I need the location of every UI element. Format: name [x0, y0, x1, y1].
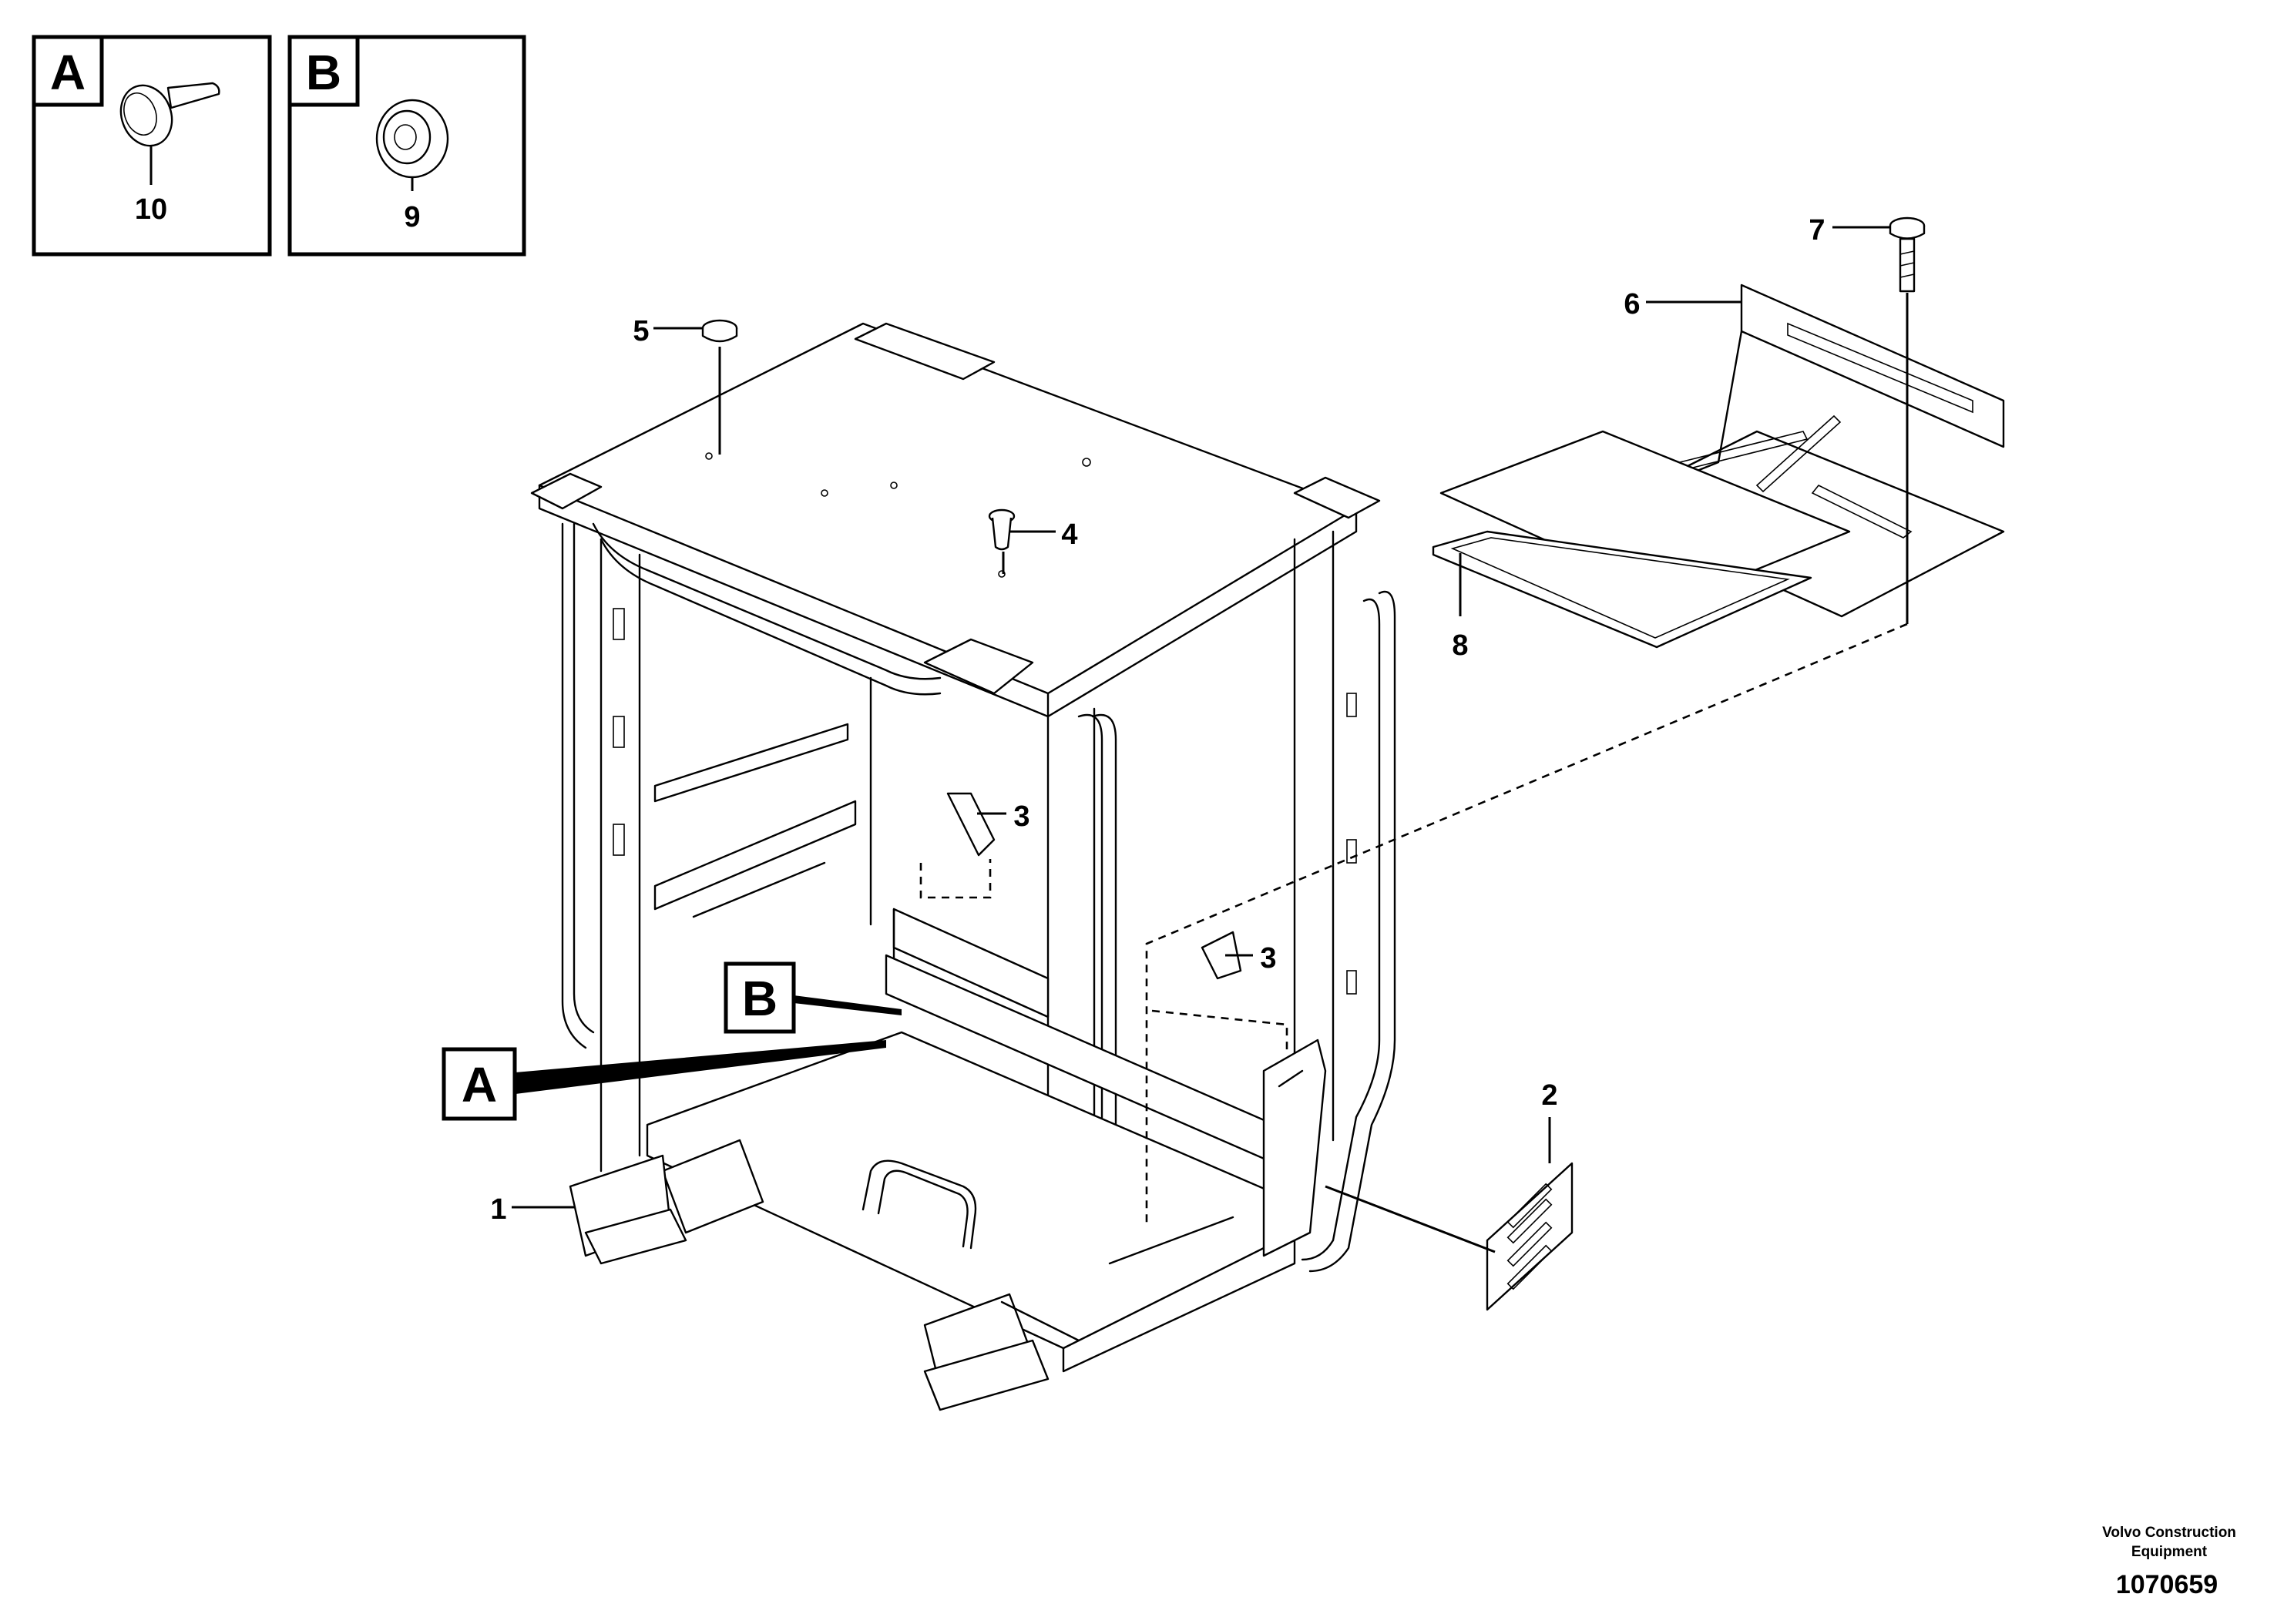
grommet-5 [701, 319, 738, 343]
detail-b-letter: B [306, 45, 341, 100]
cab-frame [530, 322, 1396, 1411]
svg-text:A: A [462, 1057, 497, 1112]
grommet-part-icon [375, 99, 449, 179]
brand-line-1: Volvo Construction [2102, 1525, 2236, 1541]
callout-3-upper: 3 [1013, 800, 1029, 833]
leader-lines [512, 226, 1909, 1253]
callout-4: 4 [1061, 518, 1077, 551]
callout-6: 6 [1624, 288, 1640, 320]
reference-label-b: B [724, 961, 796, 1034]
pointer-b [794, 995, 902, 1015]
panel-8 [1432, 530, 1812, 649]
callout-2: 2 [1541, 1079, 1557, 1112]
callout-3-lower: 3 [1260, 942, 1276, 975]
bolt-7 [1889, 216, 1926, 293]
detail-b-part-number: 9 [404, 201, 420, 233]
brand-line-2: Equipment [2131, 1544, 2208, 1560]
pointer-a [516, 1040, 886, 1094]
step-2 [1486, 1162, 1574, 1311]
callout-8: 8 [1452, 629, 1468, 662]
detail-a-part-number: 10 [135, 193, 167, 226]
callout-5: 5 [633, 315, 649, 347]
detail-a-letter: A [50, 45, 86, 100]
callout-1: 1 [490, 1193, 506, 1226]
plug-4 [988, 508, 1016, 551]
callout-7: 7 [1809, 214, 1825, 247]
reference-label-a: A [442, 1047, 517, 1121]
drawing-number: 1070659 [2116, 1570, 2218, 1599]
svg-text:B: B [742, 971, 778, 1026]
roof-panel [538, 322, 1358, 695]
detail-box-a: A 10 [32, 35, 272, 257]
detail-box-b: B 9 [287, 35, 526, 257]
bolt-part-icon [119, 82, 220, 147]
